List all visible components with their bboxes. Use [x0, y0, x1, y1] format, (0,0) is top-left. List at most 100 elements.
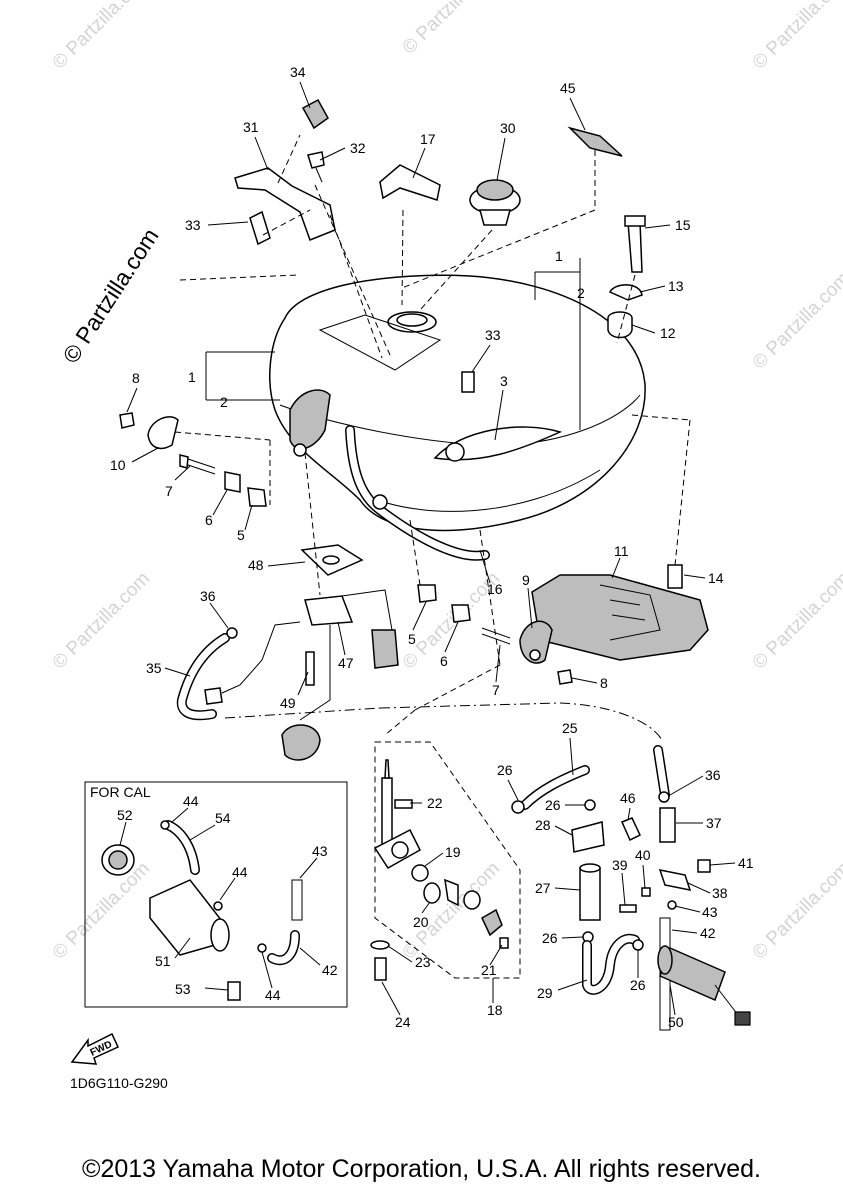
callout-29: 29 — [537, 985, 553, 1001]
callout-43: 43 — [312, 843, 328, 859]
callout-47: 47 — [338, 655, 354, 671]
callout-13: 13 — [668, 278, 684, 294]
fitting-46 — [620, 817, 641, 842]
callout-19: 19 — [445, 844, 461, 860]
callout-2: 2 — [577, 285, 585, 301]
callout-35: 35 — [146, 660, 162, 676]
drawing-code: 1D6G110-G290 — [70, 1075, 168, 1091]
callout-30: 30 — [500, 120, 516, 136]
bolt-15 — [624, 215, 646, 273]
watermark-tile: © Partzilla.com — [49, 858, 154, 963]
bracket-38 — [658, 869, 692, 891]
watermark-tile: © Partzilla.com — [49, 0, 154, 74]
callout-45: 45 — [560, 80, 576, 96]
inset-title: FOR CAL — [90, 784, 151, 800]
callout-33: 33 — [485, 327, 501, 343]
callout-48: 48 — [248, 557, 264, 573]
bracket-28 — [571, 821, 605, 853]
callout-49: 49 — [280, 695, 296, 711]
watermark-tile: © Partzilla.com — [749, 858, 843, 963]
grommet-41 — [697, 859, 711, 873]
callout-42: 42 — [322, 962, 338, 978]
callout-14: 14 — [708, 570, 724, 586]
callout-34: 34 — [290, 64, 306, 80]
fwd-arrow: FWD — [70, 1032, 119, 1065]
collar-14 — [667, 564, 683, 589]
fuel-tank — [269, 274, 646, 532]
callout-7: 7 — [492, 682, 500, 698]
cover-11 — [531, 574, 709, 661]
reference-lines — [174, 134, 691, 741]
collar-6-b — [451, 604, 471, 623]
callout-41: 41 — [738, 855, 754, 871]
callout-31: 31 — [243, 119, 259, 135]
callout-42: 42 — [700, 925, 716, 941]
bracket-10 — [147, 416, 179, 450]
callout-26: 26 — [497, 762, 513, 778]
callout-16: 16 — [487, 581, 503, 597]
bolt-7-b — [481, 627, 511, 645]
damper-5 — [247, 487, 267, 507]
gasket-48 — [300, 544, 364, 576]
copyright-footer: ©2013 Yamaha Motor Corporation, U.S.A. A… — [82, 1155, 761, 1183]
hose-16 — [345, 425, 490, 561]
callout-54: 54 — [215, 810, 231, 826]
bolt-32 — [307, 151, 325, 183]
callout-50: 50 — [668, 1014, 684, 1030]
callout-46: 46 — [620, 790, 636, 806]
callout-11: 11 — [614, 543, 629, 559]
damper-5-b — [417, 584, 437, 603]
callout-44: 44 — [183, 793, 199, 809]
callout-18: 18 — [487, 1002, 503, 1018]
for-cal-inset: FOR CAL — [84, 781, 348, 1008]
callout-26: 26 — [545, 797, 561, 813]
callout-2: 2 — [220, 394, 228, 410]
callout-6: 6 — [205, 512, 213, 528]
filter-37 — [659, 807, 676, 843]
nut-8 — [119, 412, 135, 429]
callout-36: 36 — [200, 588, 216, 604]
callout-8: 8 — [132, 370, 140, 386]
callout-1: 1 — [188, 369, 196, 385]
leader-lines — [119, 81, 736, 1016]
hose-42-a — [659, 917, 671, 1031]
washer-23 — [370, 940, 390, 950]
clip-40 — [641, 887, 651, 897]
bracket-31 — [234, 167, 336, 241]
callout-5: 5 — [237, 527, 245, 543]
callout-33: 33 — [185, 217, 201, 233]
callout-40: 40 — [635, 847, 651, 863]
lever-parts — [444, 878, 503, 937]
damper-17 — [379, 164, 441, 201]
callout-44: 44 — [232, 864, 248, 880]
clip-34 — [301, 98, 329, 130]
callout-23: 23 — [415, 954, 431, 970]
collar-33 — [249, 210, 271, 246]
callout-24: 24 — [395, 1014, 411, 1030]
bolt-7 — [179, 454, 216, 475]
cap-30 — [469, 179, 521, 226]
clamp-36-a — [226, 627, 238, 639]
watermark-tile: © Partzilla.com — [749, 268, 843, 373]
bracket-9 — [519, 620, 553, 664]
callout-21: 21 — [481, 962, 497, 978]
callout-32: 32 — [350, 140, 366, 156]
seal-19 — [411, 864, 429, 882]
callout-36: 36 — [705, 767, 721, 783]
fwd-label: FWD — [89, 1039, 114, 1059]
watermark-tile: © Partzilla.com — [49, 568, 154, 673]
callout-6: 6 — [440, 653, 448, 669]
filter-27 — [579, 863, 601, 921]
callout-39: 39 — [612, 857, 628, 873]
watermark-tile: © Partzilla.com — [749, 568, 843, 673]
washer-13 — [608, 284, 643, 301]
petcock-22 — [373, 759, 421, 869]
hose-35 — [176, 633, 230, 721]
clamp-43-a — [667, 900, 677, 910]
callout-28: 28 — [535, 817, 551, 833]
callout-labels: 34 31 32 17 30 45 33 15 1 2 13 12 33 3 8… — [110, 64, 754, 1030]
callout-37: 37 — [706, 815, 722, 831]
callout-20: 20 — [413, 914, 429, 930]
hose-29 — [582, 933, 640, 995]
